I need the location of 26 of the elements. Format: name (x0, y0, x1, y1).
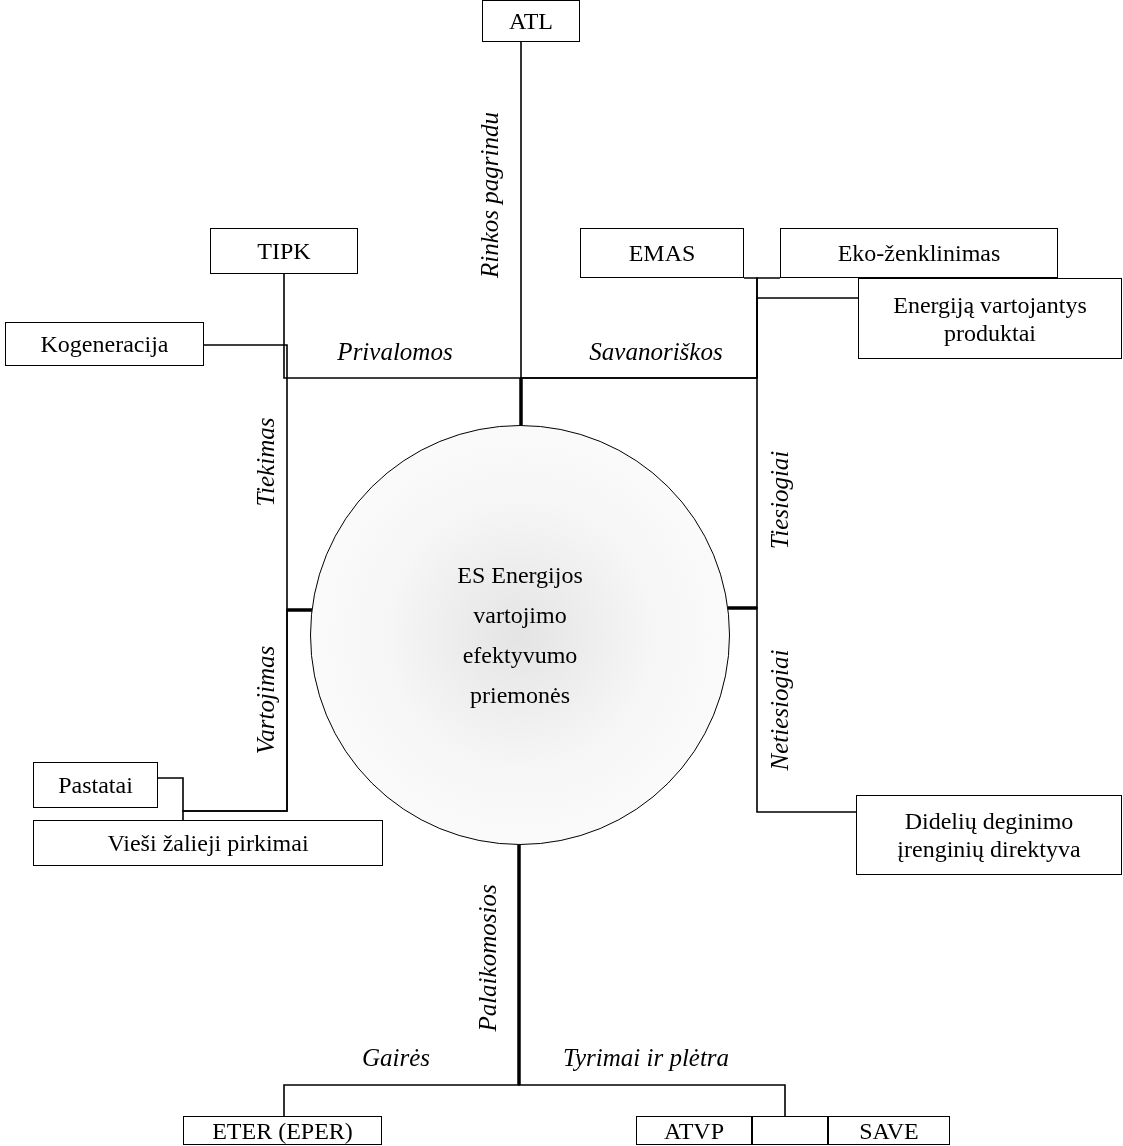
trunk-line (517, 845, 521, 1085)
branch-label: Palaikomosios (474, 884, 502, 1032)
branch-label: Tiekimas (252, 417, 280, 507)
text-box: SAVE (828, 1116, 950, 1145)
branch-label: Vartojimas (252, 645, 280, 755)
branch-label: Privalomos (337, 338, 453, 366)
branch-label: Gairės (361, 1044, 431, 1072)
text-box: Vieši žalieji pirkimai (33, 820, 383, 866)
text-box: EMAS (580, 228, 744, 278)
text-box: Kogeneracija (5, 322, 204, 366)
text-box: Energiją vartojantys produktai (858, 278, 1122, 359)
branch-label: Tiesiogiai (766, 450, 794, 550)
text-box: Pastatai (33, 762, 158, 808)
text-box: ATL (482, 0, 580, 42)
trunk-line (519, 378, 523, 425)
text-box: TIPK (210, 228, 358, 274)
text-box: Didelių deginimo įrenginių direktyva (856, 795, 1122, 875)
text-box: ATVP (636, 1116, 752, 1145)
trunk-line (287, 608, 312, 612)
branch-label: Tyrimai ir plėtra (562, 1044, 730, 1072)
text-box: Eko-ženklinimas (780, 228, 1058, 278)
trunk-line (728, 606, 757, 610)
branch-label: Savanoriškos (589, 338, 723, 366)
text-box: ETER (EPER) (183, 1116, 382, 1145)
branch-label: Rinkos pagrindu (476, 112, 504, 278)
branch-label: Netiesiogiai (766, 649, 794, 771)
